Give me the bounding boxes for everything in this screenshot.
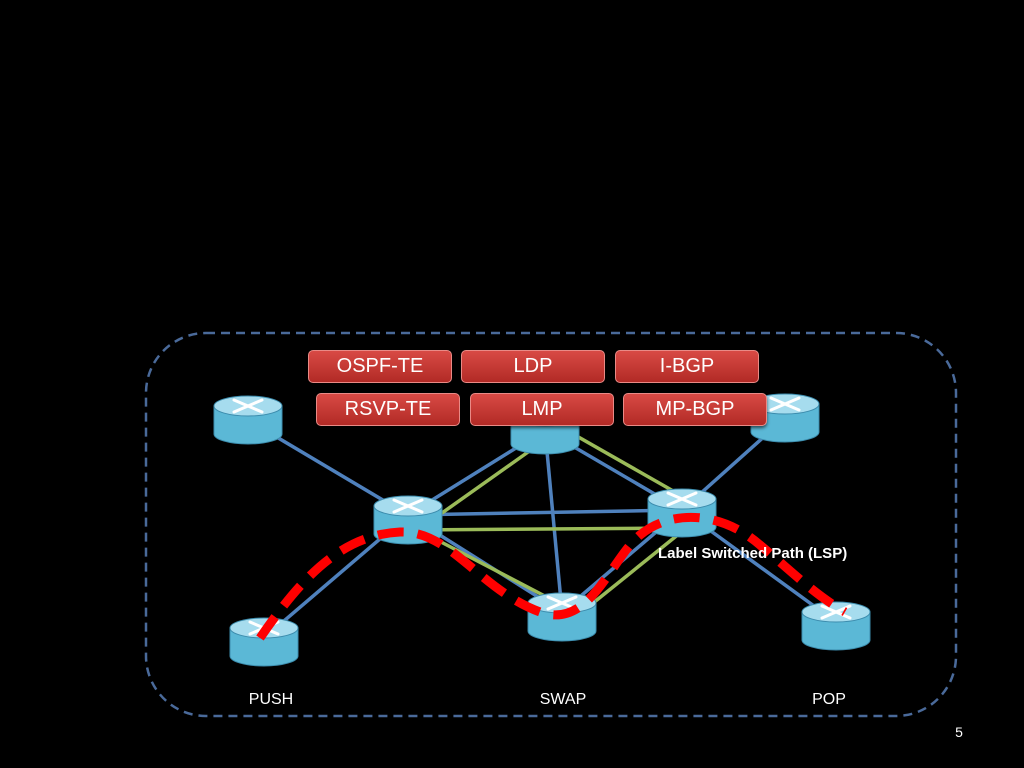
mpls-domain-boundary — [144, 331, 958, 718]
mp-bgp-button[interactable]: MP-BGP — [623, 393, 767, 426]
push-label: PUSH — [248, 691, 294, 708]
i-bgp-button[interactable]: I-BGP — [615, 350, 759, 383]
link — [543, 429, 564, 613]
swap-label: SWAP — [539, 691, 587, 708]
lmp-button[interactable]: LMP — [470, 393, 614, 426]
pop-label: POP — [812, 691, 846, 708]
router-icon[interactable] — [527, 592, 597, 642]
ospf-te-button[interactable]: OSPF-TE — [308, 350, 452, 383]
router-icon[interactable] — [801, 601, 871, 651]
router-icon[interactable] — [647, 488, 717, 538]
lsp-label: Label Switched Path (LSP) — [658, 545, 848, 562]
slide-number: 5 — [955, 724, 963, 740]
rsvp-te-button[interactable]: RSVP-TE — [316, 393, 460, 426]
lsp-path — [256, 512, 848, 641]
router-icon[interactable] — [213, 395, 283, 445]
link — [407, 508, 683, 517]
link — [407, 526, 683, 532]
ldp-button[interactable]: LDP — [461, 350, 605, 383]
router-icon[interactable] — [750, 393, 820, 443]
